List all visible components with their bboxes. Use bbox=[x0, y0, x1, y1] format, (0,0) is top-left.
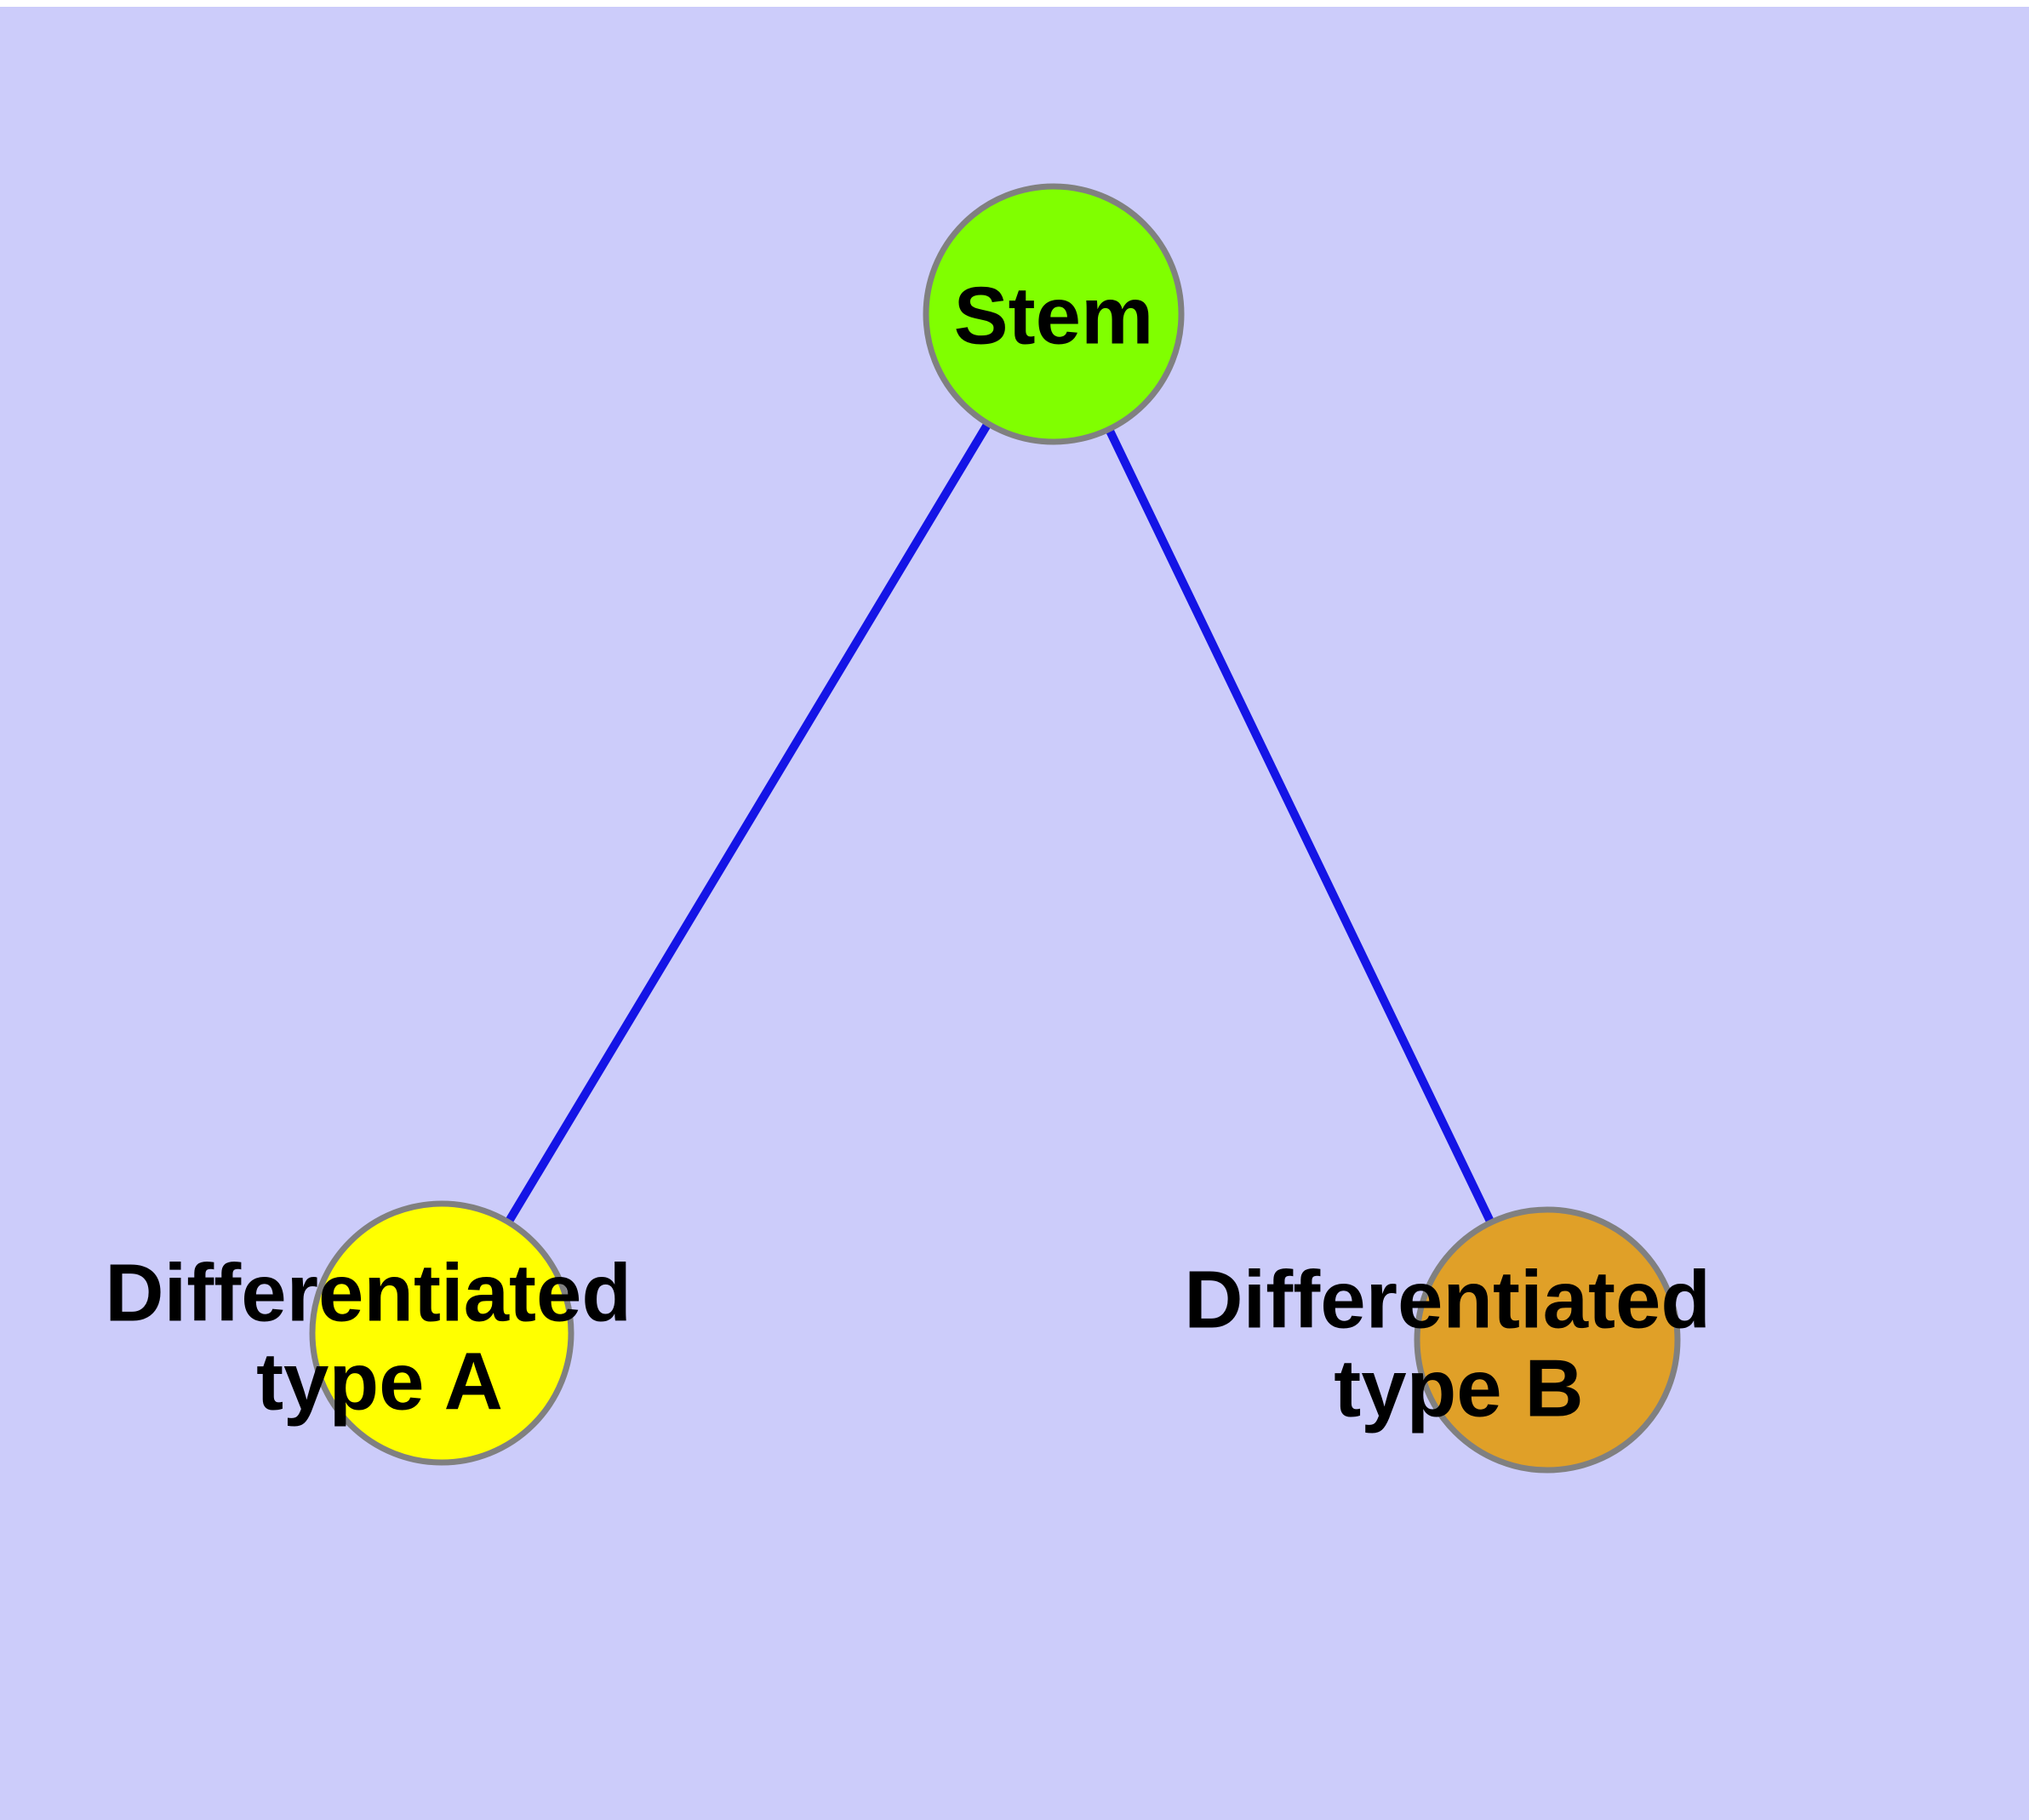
node-diff-a-label-line-1: Differentiated bbox=[105, 1248, 632, 1339]
labels-layer: Stem Differentiated type A Differentiate… bbox=[105, 271, 1733, 1434]
node-stem-label: Stem bbox=[954, 271, 1154, 362]
node-diff-b[interactable] bbox=[1414, 1206, 1681, 1474]
edge-stem-to-diff-b[interactable] bbox=[1049, 312, 1552, 1342]
node-diff-a-label: Differentiated type A bbox=[105, 1248, 654, 1428]
node-diff-b-label-line-2: type B bbox=[1334, 1342, 1583, 1434]
edges-layer bbox=[437, 312, 1552, 1342]
node-diff-b-label: Differentiated type B bbox=[1184, 1255, 1733, 1434]
node-stem[interactable] bbox=[923, 183, 1185, 445]
node-diff-a-label-line-2: type A bbox=[256, 1336, 503, 1427]
node-stem-circle[interactable] bbox=[923, 183, 1185, 445]
nodes-layer bbox=[309, 183, 1681, 1474]
edge-stem-to-diff-a[interactable] bbox=[437, 312, 1058, 1336]
node-diff-b-circle[interactable] bbox=[1414, 1206, 1681, 1474]
node-diff-b-label-line-1: Differentiated bbox=[1184, 1255, 1711, 1346]
node-diff-a-circle[interactable] bbox=[309, 1200, 574, 1466]
node-diff-a[interactable] bbox=[309, 1200, 574, 1466]
node-stem-label-line-1: Stem bbox=[954, 271, 1154, 362]
